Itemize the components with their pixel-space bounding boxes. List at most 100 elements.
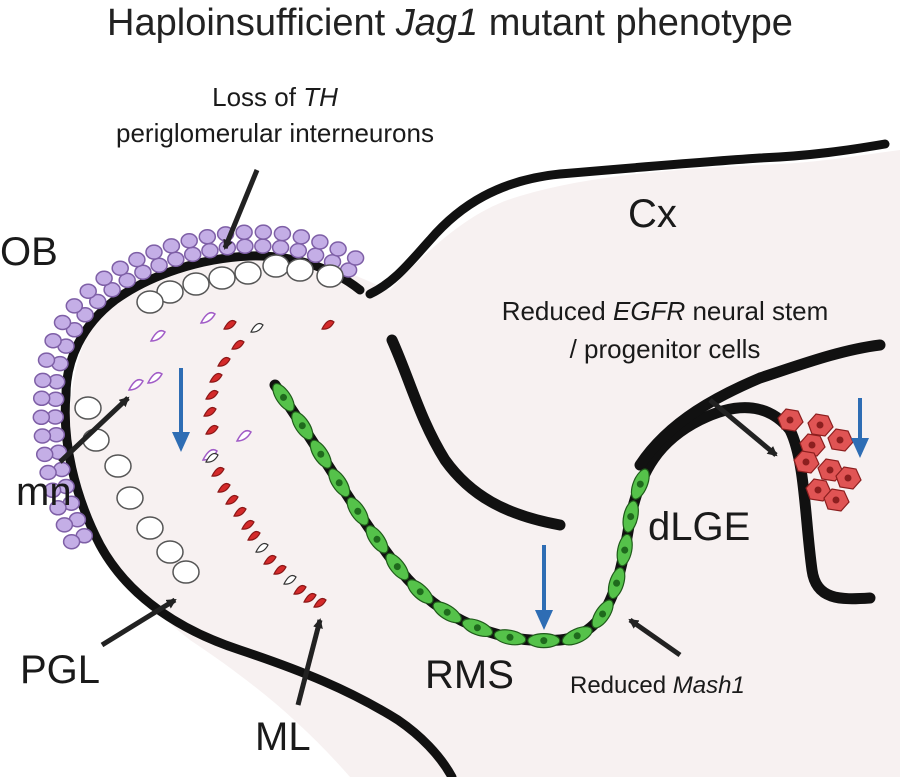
annotation-egfr-prefix: Reduced xyxy=(501,296,613,326)
label-cx: Cx xyxy=(628,192,677,236)
pgl-cell xyxy=(103,282,121,298)
th-dot xyxy=(203,406,217,417)
th-dot xyxy=(321,319,335,330)
th-dot xyxy=(217,482,231,493)
pgl-cell xyxy=(34,372,52,389)
th-dot xyxy=(211,466,225,477)
pgl-cell xyxy=(65,298,84,314)
pgl-cell xyxy=(44,332,62,349)
progenitor-nucleus xyxy=(786,416,794,424)
progenitor-nucleus xyxy=(816,421,824,429)
pgl-cell xyxy=(79,283,97,299)
neuroblast xyxy=(622,500,639,533)
white-cell xyxy=(104,454,132,478)
th-dot xyxy=(205,424,219,435)
th-dot xyxy=(217,356,231,367)
neuroblast xyxy=(616,533,633,567)
pgl-cell xyxy=(39,464,57,481)
brain-outline xyxy=(60,251,457,782)
lge-upper-line xyxy=(634,339,886,471)
white-cell xyxy=(182,272,210,296)
neuroblast xyxy=(607,567,626,600)
title-gene: Jag1 xyxy=(395,2,479,44)
white-cell xyxy=(116,486,144,510)
neuroblast xyxy=(291,411,314,441)
neuroblast xyxy=(328,468,351,498)
neuroblast-nucleus xyxy=(540,637,548,645)
mn-cell xyxy=(149,329,166,342)
pgl-cell xyxy=(33,428,52,444)
progenitor-cells xyxy=(777,408,862,512)
white-cell xyxy=(136,290,164,314)
pgl-cell xyxy=(35,446,54,463)
pointer-arrow-mn xyxy=(58,396,130,464)
pointer-arrow-ml xyxy=(295,618,323,706)
pgl-cell xyxy=(198,229,217,245)
pgl-cell xyxy=(145,244,163,260)
title-prefix: Haploinsufficient xyxy=(107,2,396,44)
progenitor-nucleus xyxy=(836,436,844,444)
th-dot xyxy=(205,389,219,400)
progenitor-cell xyxy=(777,408,804,432)
pgl-cell xyxy=(118,272,136,289)
decrease-arrow-rms xyxy=(535,545,553,630)
neuroblast xyxy=(272,382,295,412)
pgl-cell xyxy=(254,238,272,254)
figure-title: Haploinsufficient Jag1 mutant phenotype xyxy=(0,2,900,45)
progenitor-nucleus xyxy=(832,496,840,504)
pgl-cell xyxy=(254,224,273,240)
neuroblast xyxy=(385,552,410,581)
pgl-cell xyxy=(55,517,74,533)
annotation-th-line1: Loss of TH xyxy=(110,82,440,113)
label-ob: OB xyxy=(0,230,58,274)
white-cell xyxy=(136,516,164,540)
th-dot xyxy=(293,584,307,595)
neuroblast xyxy=(432,601,462,624)
th-dot xyxy=(223,319,237,330)
th-dot xyxy=(241,519,255,530)
pgl-cell xyxy=(88,293,107,310)
neuroblast-nucleus xyxy=(354,507,362,515)
annotation-th-gene: TH xyxy=(303,82,338,112)
pgl-cell xyxy=(53,314,72,331)
annotation-mash1: Reduced Mash1 xyxy=(570,672,745,700)
white-cell xyxy=(286,258,314,282)
progenitor-cell xyxy=(823,488,850,512)
annotation-egfr-suffix: neural stem xyxy=(685,296,829,326)
pgl-cell xyxy=(111,260,129,276)
neuroblast-nucleus xyxy=(416,588,424,596)
progenitor-cell xyxy=(807,413,834,437)
pgl-cell xyxy=(183,246,202,263)
annotation-egfr-line1: Reduced EGFR neural stem xyxy=(450,296,880,327)
mn-cell xyxy=(146,371,163,384)
pgl-cell xyxy=(201,242,219,259)
th-dot xyxy=(231,339,245,350)
th-dot xyxy=(247,530,261,541)
white-dot xyxy=(250,322,264,333)
pgl-cell-layer xyxy=(32,224,365,550)
pgl-cell xyxy=(346,250,365,266)
neuroblast xyxy=(493,629,527,646)
pointer-arrow-egfr xyxy=(708,398,778,457)
neuroblast xyxy=(309,439,332,469)
white-cell xyxy=(74,396,102,420)
white-dot xyxy=(283,574,297,585)
neuroblast-nucleus xyxy=(393,563,401,571)
neuroblast-nucleus xyxy=(335,479,343,487)
annotation-mash1-prefix: Reduced xyxy=(570,672,673,699)
white-cell xyxy=(156,540,184,564)
pgl-cell xyxy=(289,242,308,259)
neuroblast xyxy=(365,525,389,554)
neuroblast xyxy=(527,632,561,649)
label-dlge: dLGE xyxy=(648,505,751,549)
mn-cell xyxy=(199,311,216,324)
pgl-cell xyxy=(65,322,84,338)
title-suffix: mutant phenotype xyxy=(478,2,793,44)
tissue-background xyxy=(69,150,900,777)
pgl-cell xyxy=(32,409,51,426)
neuroblast xyxy=(406,579,434,605)
annotation-th-prefix: Loss of xyxy=(212,82,304,112)
th-dot xyxy=(303,592,317,603)
